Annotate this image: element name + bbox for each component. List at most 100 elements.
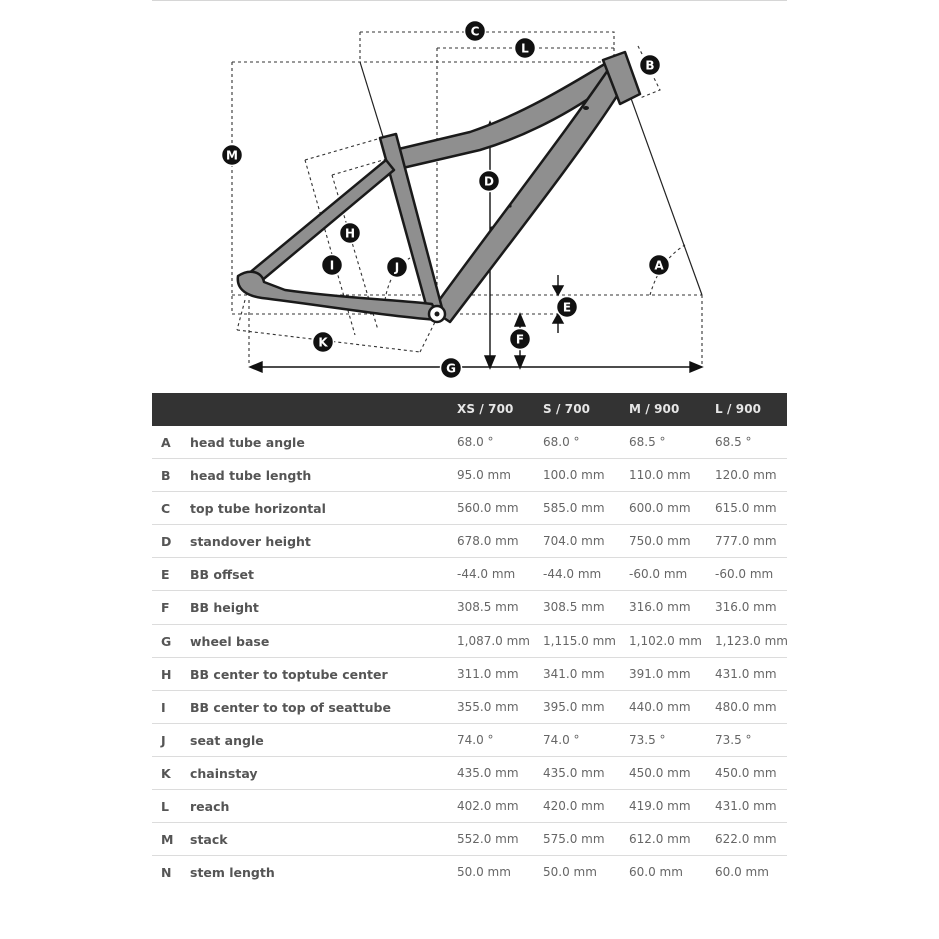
row-value-3: 316.0 mm (715, 600, 777, 615)
row-value-1: 575.0 mm (543, 832, 605, 847)
row-value-0: 50.0 mm (457, 865, 511, 880)
marker-e: E (555, 295, 579, 319)
row-value-0: 68.0 ° (457, 435, 494, 449)
marker-l: L (513, 36, 537, 60)
row-key: K (161, 765, 171, 781)
row-key: L (161, 799, 169, 815)
row-value-3: 68.5 ° (715, 435, 752, 449)
size-header-xs: XS / 700 (457, 402, 514, 416)
marker-m: M (220, 143, 244, 167)
row-value-0: 1,087.0 mm (457, 633, 530, 648)
row-value-0: 552.0 mm (457, 832, 519, 847)
row-key: C (161, 501, 171, 517)
marker-label: B (645, 59, 654, 73)
row-value-2: -60.0 mm (629, 567, 688, 582)
row-value-1: 74.0 ° (543, 732, 580, 747)
down-tube (430, 68, 624, 324)
row-value-3: 60.0 mm (715, 865, 769, 880)
row-key: F (161, 600, 170, 616)
row-value-2: 68.5 ° (629, 435, 666, 449)
marker-label: C (471, 25, 480, 39)
row-value-2: 450.0 mm (629, 765, 691, 780)
marker-c: C (463, 19, 487, 43)
bike-frame (236, 50, 642, 324)
row-label: wheel base (190, 633, 270, 649)
marker-label: F (516, 333, 524, 347)
row-label: head tube angle (190, 435, 305, 450)
row-key: I (161, 699, 166, 715)
row-label: stem length (190, 865, 275, 881)
row-value-3: 480.0 mm (715, 699, 777, 714)
row-key: A (161, 435, 171, 450)
row-value-0: 74.0 ° (457, 732, 494, 747)
row-value-0: 402.0 mm (457, 799, 519, 814)
row-value-3: 120.0 mm (715, 468, 777, 483)
row-label: stack (190, 832, 228, 848)
row-value-1: 420.0 mm (543, 799, 605, 814)
marker-k: K (311, 330, 335, 354)
marker-label: D (484, 175, 494, 189)
marker-label: E (563, 301, 571, 315)
marker-a: A (647, 253, 671, 277)
marker-label: A (654, 259, 664, 273)
row-value-1: 50.0 mm (543, 865, 597, 880)
row-value-3: -60.0 mm (715, 567, 774, 582)
row-value-0: 311.0 mm (457, 666, 519, 681)
size-header-s: S / 700 (543, 402, 591, 416)
row-label: head tube length (190, 468, 312, 484)
marker-label: K (318, 336, 328, 350)
row-value-1: 308.5 mm (543, 600, 605, 615)
row-label: BB offset (190, 567, 255, 583)
row-value-1: -44.0 mm (543, 567, 602, 582)
row-key: G (161, 633, 172, 649)
row-value-3: 431.0 mm (715, 799, 777, 814)
row-key: D (161, 534, 172, 550)
marker-d: D (477, 169, 501, 193)
marker-label: H (345, 227, 355, 241)
row-label: standover height (190, 534, 311, 550)
row-value-2: 419.0 mm (629, 799, 691, 814)
row-label: BB center to toptube center (190, 666, 388, 682)
chain-stay (236, 270, 442, 322)
marker-label: J (394, 261, 399, 275)
marker-h: H (338, 221, 362, 245)
marker-f: F (508, 327, 532, 351)
table-header: XS / 700 S / 700 M / 900 L / 900 (152, 393, 787, 426)
row-label: seat angle (190, 732, 264, 748)
row-key: J (161, 732, 166, 748)
marker-g: G (439, 356, 463, 380)
marker-b: B (638, 53, 662, 77)
row-label: chainstay (190, 765, 258, 781)
row-value-3: 431.0 mm (715, 666, 777, 681)
row-value-2: 73.5 ° (629, 732, 666, 747)
size-header-m: M / 900 (629, 402, 680, 416)
row-key: N (161, 865, 172, 881)
row-key: M (161, 832, 174, 848)
marker-j: J (385, 255, 409, 279)
row-label: BB height (190, 600, 259, 616)
row-value-0: -44.0 mm (457, 567, 516, 582)
row-value-1: 395.0 mm (543, 699, 605, 714)
row-value-3: 73.5 ° (715, 732, 752, 747)
row-key: B (161, 468, 171, 484)
row-value-2: 60.0 mm (629, 865, 683, 880)
row-value-3: 777.0 mm (715, 534, 777, 549)
marker-label: G (446, 362, 456, 376)
row-label: BB center to top of seattube (190, 699, 391, 715)
row-value-0: 308.5 mm (457, 600, 519, 615)
row-value-1: 341.0 mm (543, 666, 605, 681)
